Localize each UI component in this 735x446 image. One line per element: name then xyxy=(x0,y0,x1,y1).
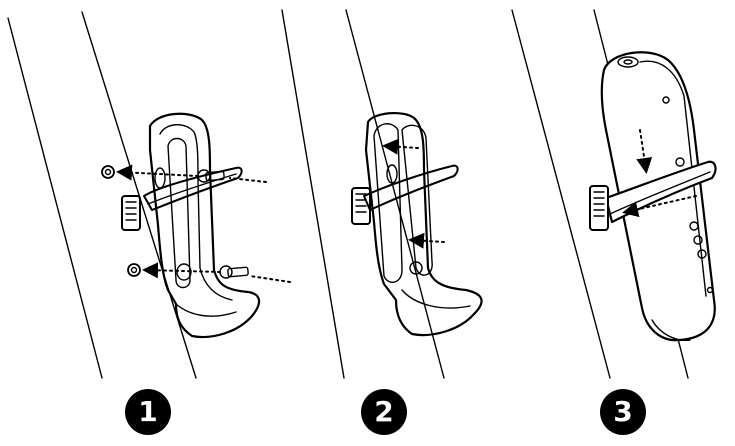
step-number-badge: 2 xyxy=(361,389,407,435)
panel-1 xyxy=(8,12,290,378)
washer-icon xyxy=(102,166,114,178)
screw-icon xyxy=(220,266,248,278)
step-number: 2 xyxy=(374,398,393,426)
frame-tube-line xyxy=(282,10,344,378)
step-number-badge: 3 xyxy=(600,389,646,435)
direction-arrow-icon xyxy=(120,172,290,282)
step-number: 3 xyxy=(613,398,632,426)
bracket-hole-top xyxy=(155,168,165,188)
bracket-outline xyxy=(150,114,259,337)
panel-3 xyxy=(512,10,715,378)
bracket-inner-outline xyxy=(160,125,236,316)
panel-2 xyxy=(282,10,482,378)
step-number: 1 xyxy=(138,398,157,426)
frame-tube-line xyxy=(8,18,102,378)
strap-buckle xyxy=(122,196,140,230)
washer-icon xyxy=(128,264,140,276)
bracket-strap xyxy=(144,168,242,210)
step-number-badge: 1 xyxy=(125,389,171,435)
